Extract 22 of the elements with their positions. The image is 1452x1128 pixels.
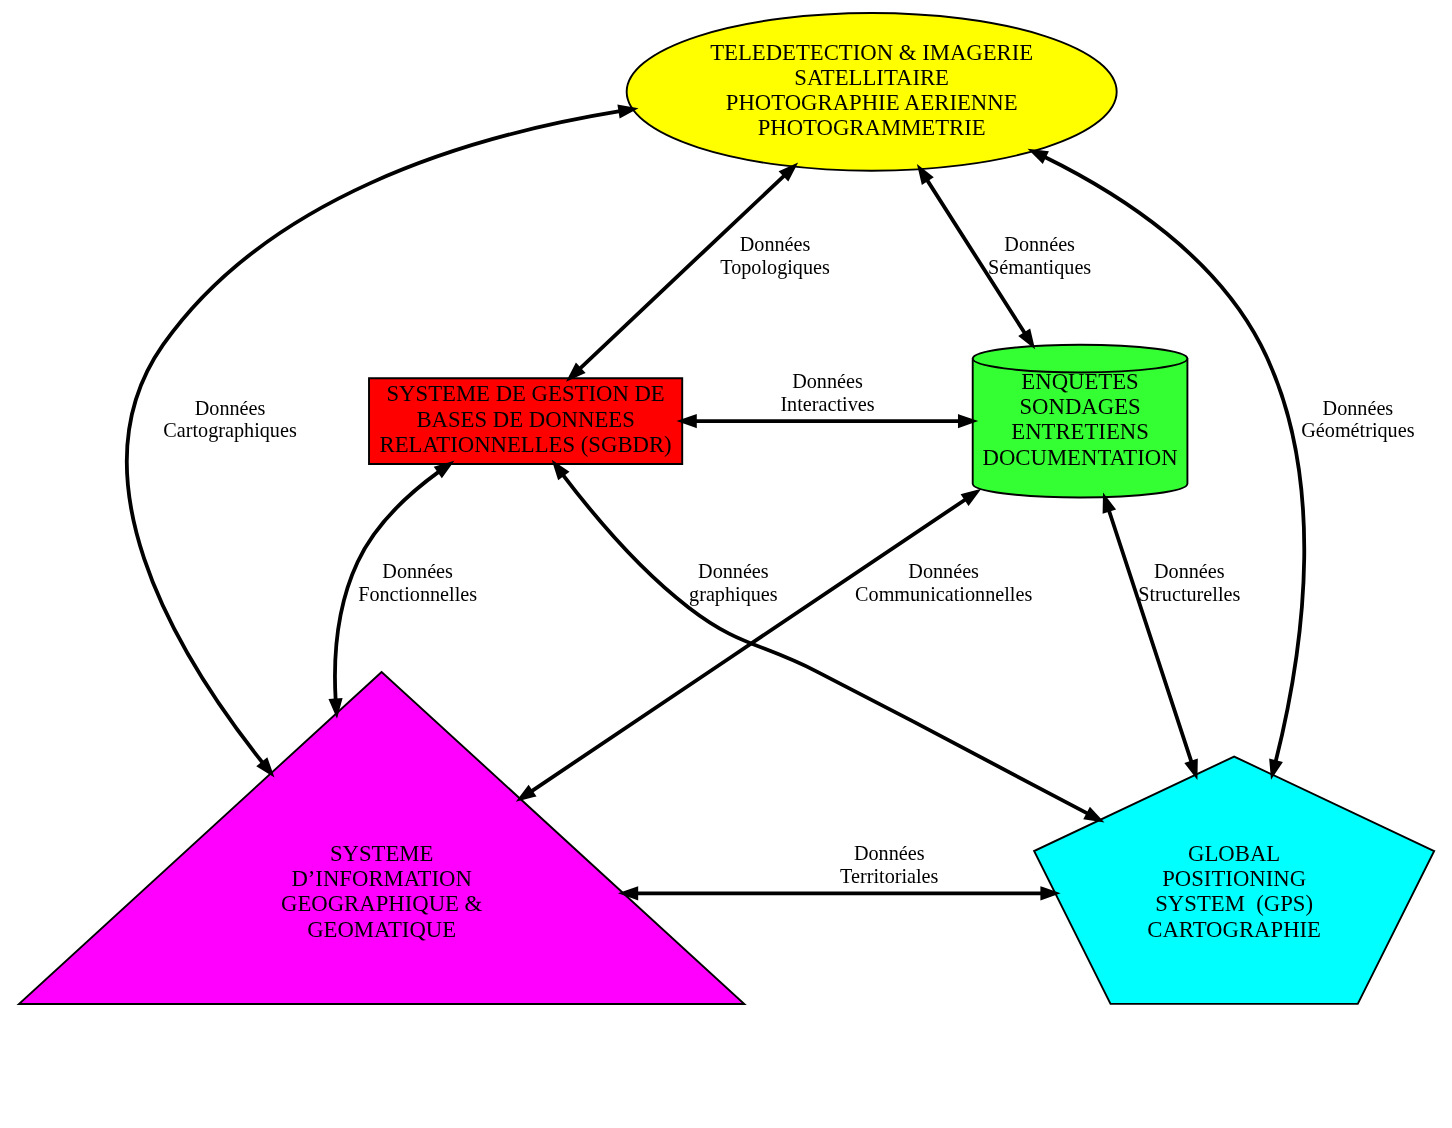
edge-label: Données graphiques xyxy=(688,560,778,605)
arrow xyxy=(125,104,639,778)
edge-label: Données Communicationnelles xyxy=(854,560,1032,605)
edge-label: Données Topologiques xyxy=(719,233,830,278)
edge-label: Données Interactives xyxy=(779,370,875,415)
edge-label: Données Fonctionnelles xyxy=(357,560,477,605)
edge-label: Données Structurelles xyxy=(1137,560,1240,605)
arrow xyxy=(916,164,1035,350)
edge-label: Données Territoriales xyxy=(839,842,938,887)
arrow xyxy=(565,162,798,382)
edge-label: Données Cartographiques xyxy=(162,396,297,442)
arrow xyxy=(617,886,1061,901)
node-ellipse: TELEDETECTION & IMAGERIE SATELLITAIRE PHOTOGRAPHIE AERIENNE PHOTOGRAMMETRIE xyxy=(625,12,1118,172)
node-box: SYSTEME DE GESTION DE BASES DE DONNEES RELATIONNELLES (SGBDR) xyxy=(367,377,683,465)
arrow xyxy=(1027,148,1306,780)
arrow xyxy=(327,460,454,719)
arrow xyxy=(515,488,981,802)
arrow xyxy=(551,459,1104,823)
edge-label: Données Géométriques xyxy=(1300,396,1415,442)
arrow xyxy=(1102,492,1198,781)
arrow xyxy=(676,414,978,429)
edge-label: Données Sémantiques xyxy=(987,233,1091,278)
